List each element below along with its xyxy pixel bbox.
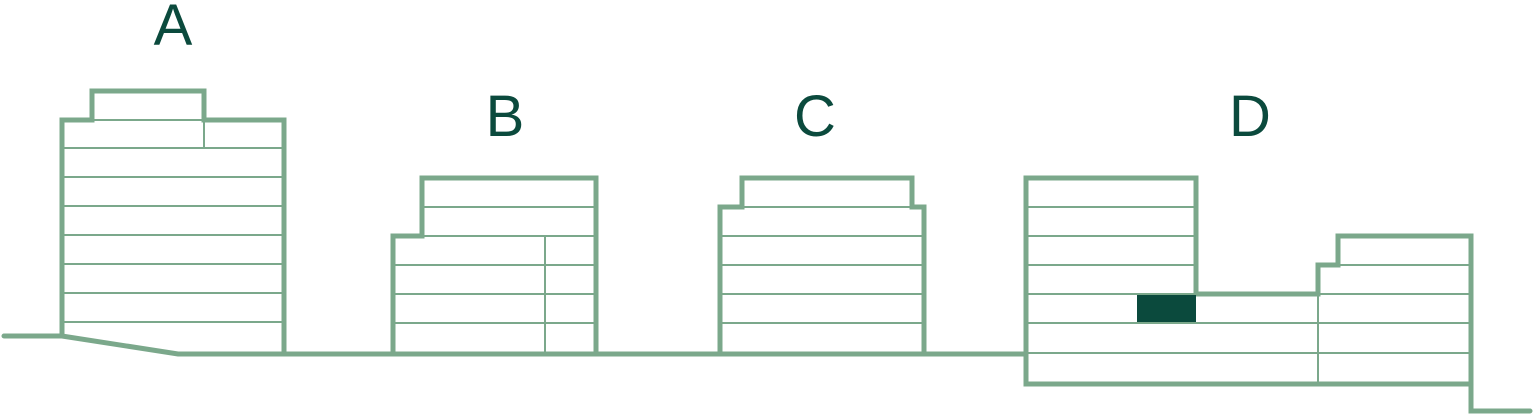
ground-line — [1, 333, 1533, 414]
building-c — [717, 175, 927, 357]
building-d — [1023, 175, 1474, 387]
building-b-floor-lines — [393, 206, 596, 354]
building-c-floor-lines — [720, 206, 924, 324]
building-a-floor-lines — [62, 119, 284, 323]
building-b — [390, 175, 599, 357]
building-b-label: B — [486, 84, 525, 149]
building-d-floor-lines — [1026, 206, 1471, 384]
building-c-outline — [717, 175, 927, 357]
building-c-label: C — [794, 84, 836, 149]
highlighted-unit — [1137, 295, 1196, 322]
building-a-label: A — [154, 0, 193, 58]
building-a-outline — [59, 88, 287, 357]
building-a — [59, 88, 287, 357]
building-d-label: D — [1229, 84, 1271, 149]
